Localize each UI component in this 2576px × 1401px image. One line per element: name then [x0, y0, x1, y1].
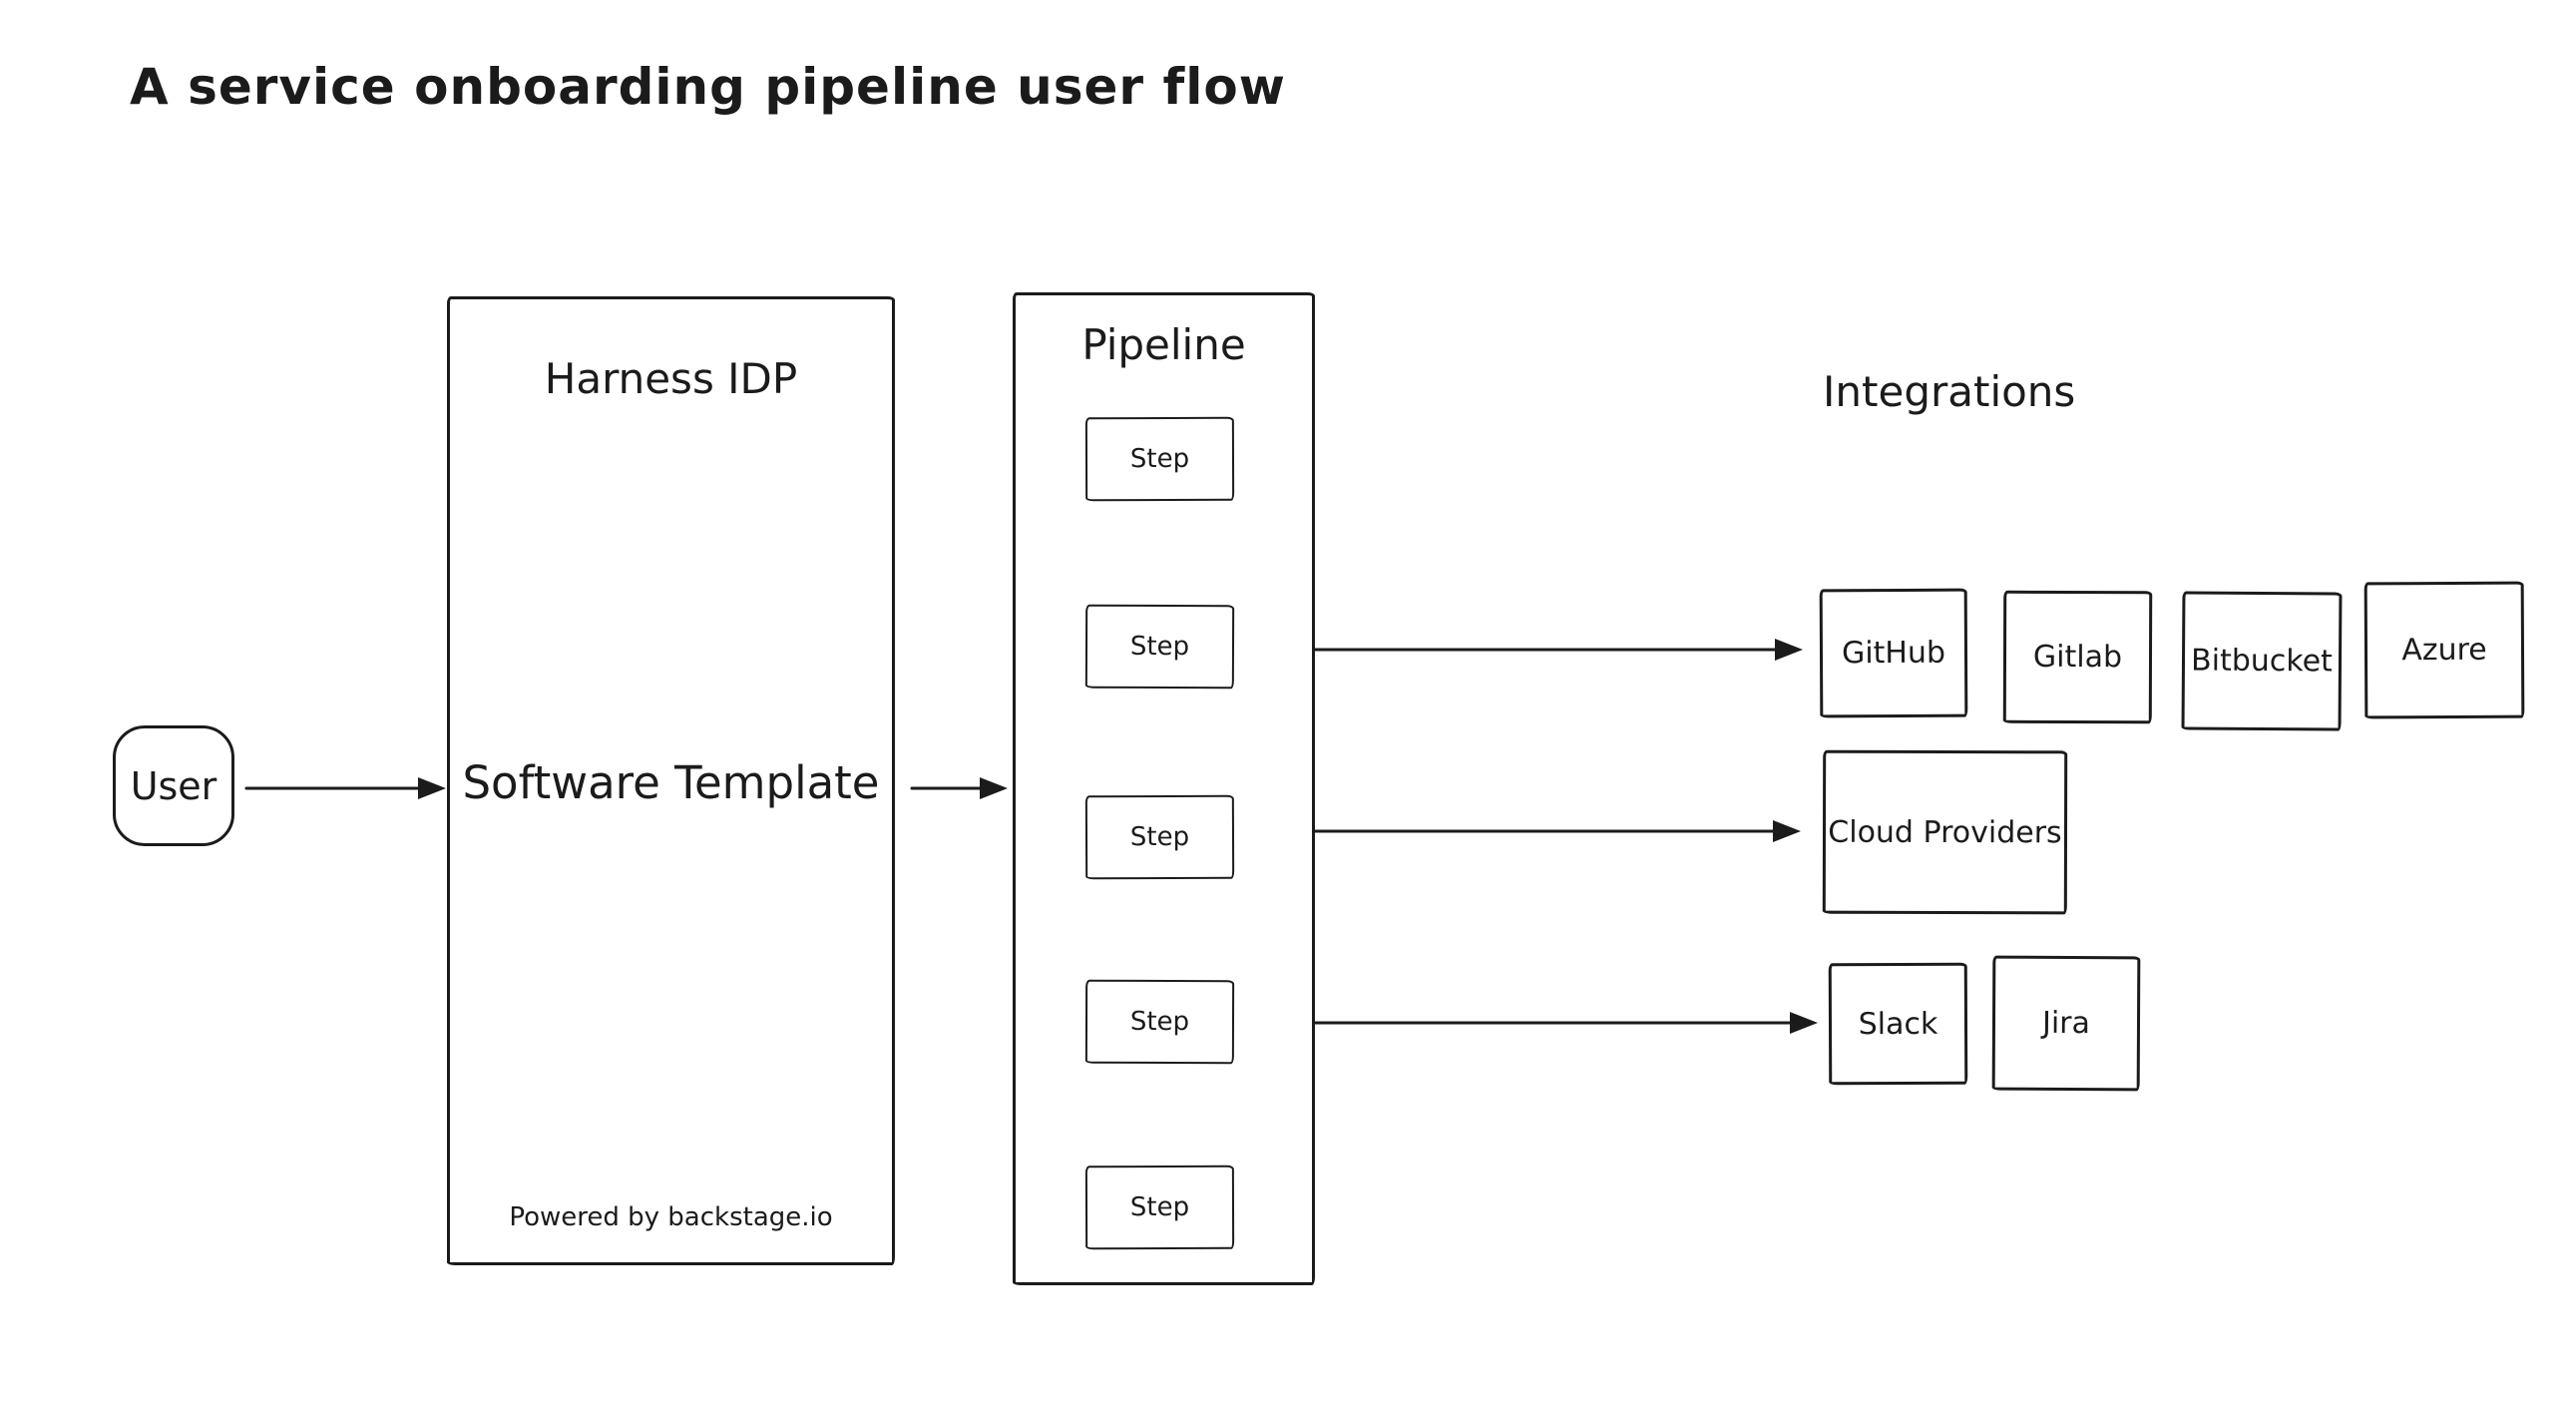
- integration-github-label: GitHub: [1841, 635, 1946, 672]
- pipeline-step-2: Step: [1084, 604, 1235, 690]
- arrow-harness-to-pipeline: [910, 777, 1008, 799]
- harness-idp-heading: Harness IDP: [544, 354, 798, 403]
- arrow-step3-to-cloud-providers: [1253, 820, 1801, 842]
- powered-by-backstage-label: Powered by backstage.io: [509, 1202, 833, 1232]
- integration-cloud-providers-label: Cloud Providers: [1828, 814, 2062, 850]
- integration-bitbucket-label: Bitbucket: [2190, 643, 2333, 680]
- integration-azure: Azure: [2363, 581, 2525, 719]
- diagram-title: A service onboarding pipeline user flow: [130, 58, 1286, 116]
- pipeline-step-5-label: Step: [1129, 1191, 1190, 1223]
- software-template-label: Software Template: [462, 756, 880, 809]
- pipeline-step-4: Step: [1084, 979, 1235, 1065]
- harness-idp-container: Harness IDP Software Template Powered by…: [447, 296, 895, 1265]
- pipeline-step-2-label: Step: [1129, 631, 1190, 663]
- pipeline-step-4-label: Step: [1129, 1006, 1190, 1038]
- integration-github: GitHub: [1819, 588, 1968, 718]
- integrations-heading: Integrations: [1823, 367, 2076, 416]
- integration-azure-label: Azure: [2401, 632, 2487, 669]
- pipeline-step-1: Step: [1084, 416, 1235, 502]
- arrow-step4-to-slack: [1258, 1012, 1818, 1034]
- integration-jira: Jira: [1991, 955, 2141, 1092]
- integration-jira-label: Jira: [2041, 1005, 2091, 1042]
- pipeline-step-3-label: Step: [1129, 821, 1190, 853]
- user-node-label: User: [130, 763, 217, 808]
- integration-cloud-providers: Cloud Providers: [1822, 749, 2068, 915]
- pipeline-step-3: Step: [1084, 794, 1235, 880]
- integration-bitbucket: Bitbucket: [2181, 591, 2343, 731]
- arrow-step2-to-github: [1242, 639, 1803, 661]
- integration-slack: Slack: [1828, 962, 1968, 1086]
- arrow-user-to-harness: [244, 777, 446, 799]
- pipeline-heading: Pipeline: [1081, 320, 1246, 369]
- integration-slack-label: Slack: [1858, 1006, 1938, 1042]
- pipeline-step-1-label: Step: [1129, 443, 1190, 475]
- integration-gitlab-label: Gitlab: [2032, 639, 2123, 676]
- user-node: User: [113, 725, 234, 846]
- pipeline-container: Pipeline: [1013, 292, 1315, 1285]
- pipeline-step-5: Step: [1084, 1165, 1235, 1250]
- integration-gitlab: Gitlab: [2002, 590, 2153, 724]
